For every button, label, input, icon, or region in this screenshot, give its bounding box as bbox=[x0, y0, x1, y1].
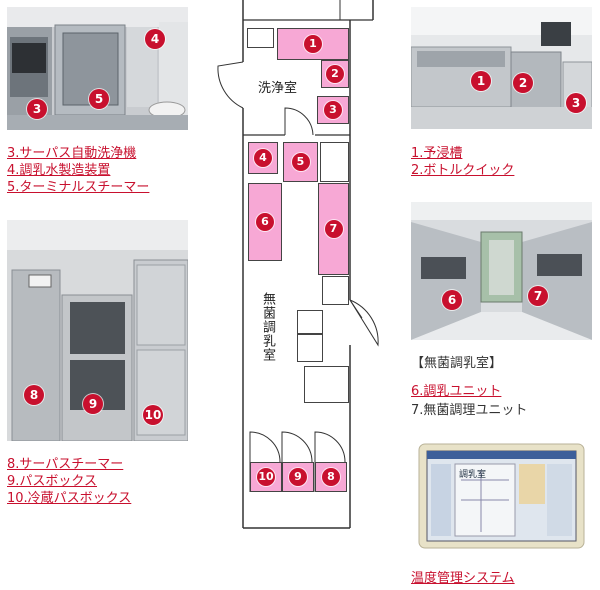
monitor-illustration bbox=[411, 440, 592, 552]
marker-4: 4 bbox=[254, 149, 272, 167]
marker-9: 9 bbox=[289, 468, 307, 486]
marker-7: 7 bbox=[324, 220, 343, 238]
marker-3: 3 bbox=[27, 99, 47, 119]
link-bottle-quick[interactable]: 2.ボトルクイック bbox=[411, 163, 515, 178]
marker-4: 4 bbox=[145, 29, 165, 49]
plan-unit-2[interactable]: 2 bbox=[321, 60, 349, 88]
link-surpass-auto-washer[interactable]: 3.サーパス自動洗浄機 bbox=[7, 146, 137, 161]
photo-washer-room: 3 4 5 bbox=[7, 7, 188, 130]
plan-unit-1[interactable]: 1 bbox=[277, 28, 349, 60]
marker-3: 3 bbox=[324, 101, 342, 119]
plan-unit-7[interactable]: 7 bbox=[318, 183, 349, 275]
equipment-list-4: 6.調乳ユニット 7.無菌調理ユニット bbox=[411, 382, 527, 420]
plan-unit-8[interactable]: 8 bbox=[315, 462, 347, 492]
label-wash-room: 洗浄室 bbox=[258, 81, 298, 96]
plan-unit-6[interactable]: 6 bbox=[248, 183, 282, 261]
equipment-list-3: 1.予浸槽 2.ボトルクイック bbox=[411, 145, 514, 179]
floor-plan-walls bbox=[217, 0, 379, 529]
plan-box-right-2 bbox=[322, 276, 349, 305]
marker-10: 10 bbox=[257, 468, 275, 486]
photo-monitor: 調乳室 bbox=[411, 440, 592, 552]
link-presoak-tank[interactable]: 1.予浸槽 bbox=[411, 146, 463, 161]
photo-passbox: 8 9 10 bbox=[7, 220, 188, 441]
link-formula-unit[interactable]: 6.調乳ユニット bbox=[411, 384, 502, 399]
sterile-cooking-unit: 7.無菌調理ユニット bbox=[411, 403, 528, 418]
plan-unit-5[interactable]: 5 bbox=[283, 142, 318, 182]
marker-8: 8 bbox=[24, 385, 44, 405]
plan-unit-4[interactable]: 4 bbox=[248, 142, 278, 174]
sterile-room-illustration bbox=[411, 202, 592, 340]
link-terminal-steamer[interactable]: 5.ターミナルスチーマー bbox=[7, 180, 150, 195]
marker-8: 8 bbox=[322, 468, 340, 486]
marker-2: 2 bbox=[513, 73, 533, 93]
marker-10: 10 bbox=[143, 405, 163, 425]
marker-5: 5 bbox=[89, 89, 109, 109]
soak-tank-illustration bbox=[411, 7, 592, 129]
plan-box-mid-2 bbox=[297, 334, 323, 362]
equipment-list-1: 3.サーパス自動洗浄機 4.調乳水製造装置 5.ターミナルスチーマー bbox=[7, 145, 149, 196]
link-passbox[interactable]: 9.パスボックス bbox=[7, 474, 98, 489]
marker-1: 1 bbox=[304, 35, 322, 53]
monitor-screen-title: 調乳室 bbox=[459, 470, 487, 480]
link-temperature-system[interactable]: 温度管理システム bbox=[411, 571, 515, 586]
plan-unit-9[interactable]: 9 bbox=[282, 462, 314, 492]
marker-3: 3 bbox=[566, 93, 586, 113]
plan-box-right-1 bbox=[320, 142, 349, 182]
plan-box-lower bbox=[304, 366, 349, 403]
equipment-list-2: 8.サーパスチーマー 9.パスボックス 10.冷蔵パスボックス bbox=[7, 456, 131, 507]
label-sterile-room: 無菌調乳室 bbox=[260, 292, 275, 362]
sterile-room-caption: 【無菌調乳室】 bbox=[411, 356, 503, 371]
photo-sterile-room: 6 7 bbox=[411, 202, 592, 340]
equipment-list-5: 温度管理システム bbox=[411, 570, 515, 587]
marker-2: 2 bbox=[326, 65, 344, 83]
link-surpass-steamer[interactable]: 8.サーパスチーマー bbox=[7, 457, 124, 472]
photo-soak-tank: 1 2 3 bbox=[411, 7, 592, 129]
marker-6: 6 bbox=[442, 290, 462, 310]
link-water-system[interactable]: 4.調乳水製造装置 bbox=[7, 163, 111, 178]
link-refrigerated-passbox[interactable]: 10.冷蔵パスボックス bbox=[7, 491, 132, 506]
floor-plan: 1 2 洗浄室 3 4 5 6 7 無菌調乳室 10 9 8 bbox=[200, 0, 400, 590]
marker-7: 7 bbox=[528, 286, 548, 306]
plan-unit-10[interactable]: 10 bbox=[250, 462, 282, 492]
marker-6: 6 bbox=[256, 213, 274, 231]
marker-1: 1 bbox=[471, 71, 491, 91]
plan-box-top-left bbox=[247, 28, 274, 48]
plan-box-mid-1 bbox=[297, 310, 323, 334]
marker-9: 9 bbox=[83, 394, 103, 414]
marker-5: 5 bbox=[291, 153, 310, 171]
plan-unit-3[interactable]: 3 bbox=[317, 96, 349, 124]
